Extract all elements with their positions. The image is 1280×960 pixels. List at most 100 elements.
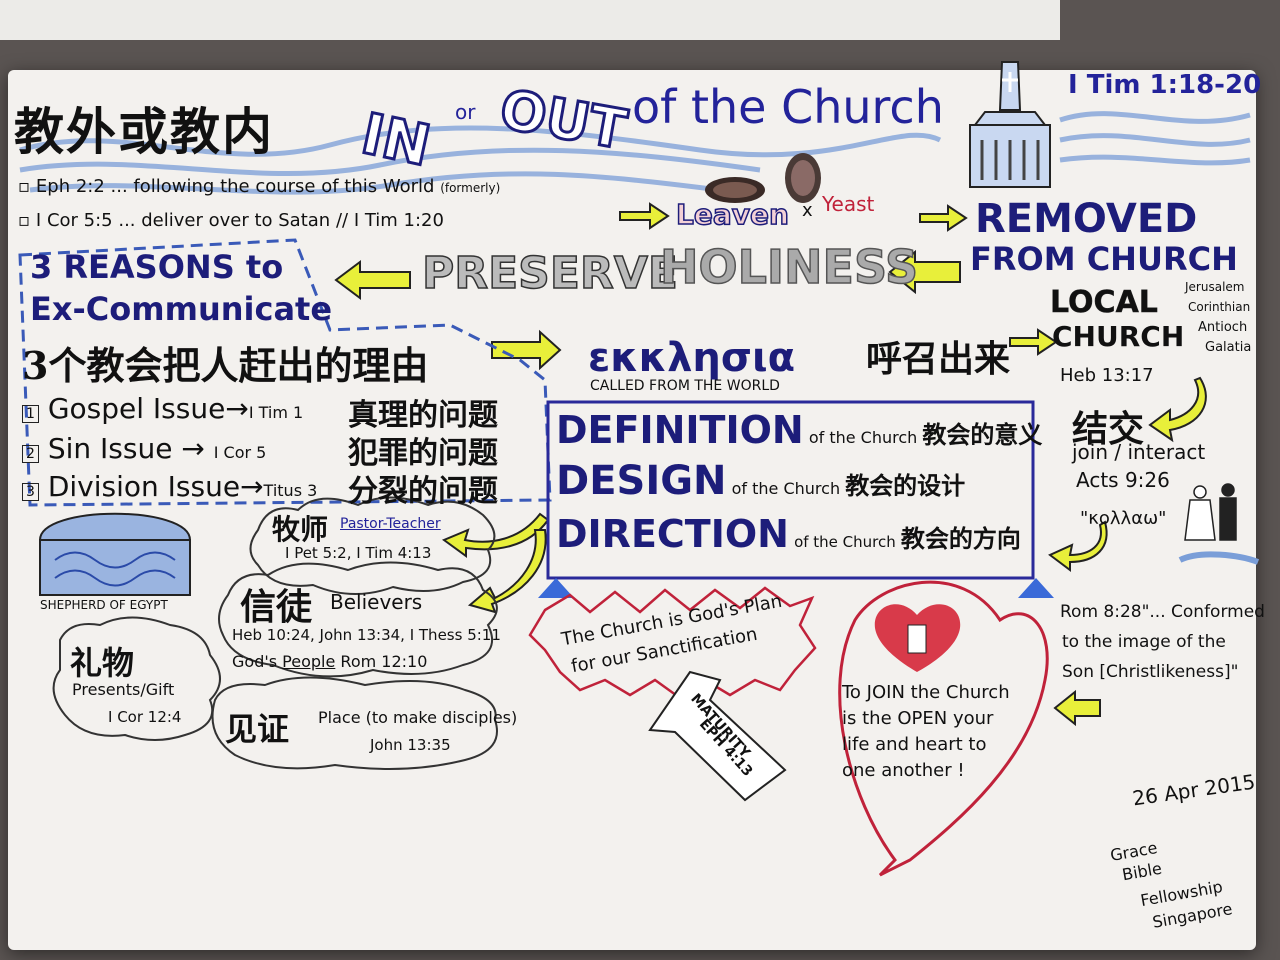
- issue-1-chinese: 真理的问题: [348, 398, 498, 433]
- leaven-icon: [705, 153, 821, 203]
- definition-big: DEFINITION: [556, 408, 804, 452]
- checkbox-icon: ▫: [18, 210, 36, 231]
- issue-3: 3 Division Issue→Titus 3: [22, 470, 317, 503]
- join-line-1: join / interact: [1072, 440, 1206, 464]
- gift-chinese: 礼物: [70, 644, 135, 682]
- leaven-x: x: [802, 200, 813, 221]
- issue-3-label: Division Issue: [47, 470, 241, 503]
- issue-2-arrow: →: [181, 432, 205, 465]
- issue-1-ref: I Tim 1: [248, 403, 304, 422]
- gift-ref: I Cor 12:4: [108, 708, 182, 726]
- witness-chinese: 见证: [225, 710, 290, 748]
- pastor-ref: I Pet 5:2, I Tim 4:13: [285, 544, 432, 562]
- verse-2-ref: I Tim 1:20: [353, 210, 444, 231]
- place-antioch: Antioch: [1198, 320, 1248, 335]
- heart-line-2: is the OPEN your: [842, 708, 994, 729]
- verse-2-text: I Cor 5:5 ... deliver over to Satan: [35, 210, 331, 231]
- local-ref: Heb 13:17: [1060, 365, 1154, 386]
- maturity-arrow: [648, 670, 787, 802]
- definition-small: of the Church: [808, 428, 918, 447]
- pastor-chinese: 牧师: [272, 513, 329, 546]
- issue-1-label: Gospel Issue: [47, 392, 226, 425]
- ark-icon: [38, 512, 192, 596]
- verse-1-text: Eph 2:2 ... following the course of this…: [35, 176, 435, 197]
- direction-big: DIRECTION: [556, 512, 789, 556]
- gift-english: Presents/Gift: [72, 680, 175, 699]
- definition-box: [546, 400, 1035, 580]
- couple-icon: [1184, 483, 1237, 541]
- pastor-english: Pastor-Teacher: [340, 516, 441, 532]
- direction-small: of the Church: [794, 533, 896, 551]
- issue-3-ref: Titus 3: [263, 481, 318, 500]
- issue-3-arrow: →: [240, 470, 264, 503]
- heart-shape: [838, 580, 1049, 877]
- join-greek: "κολλαω": [1080, 508, 1167, 529]
- direction-chinese: 教会的方向: [900, 524, 1021, 553]
- conformed-line-1: Rom 8:28"... Conformed: [1060, 602, 1265, 622]
- direction-row: DIRECTION of the Church 教会的方向: [556, 512, 1021, 556]
- believers-rom: Rom 12:10: [340, 652, 428, 671]
- verse-line-2: ▫ I Cor 5:5 ... deliver over to Satan //…: [18, 210, 444, 231]
- paper-sheet-behind: [0, 0, 1060, 40]
- reasons-frame: [18, 238, 552, 507]
- removed-line-1: REMOVED: [975, 196, 1198, 242]
- definition-row: DEFINITION of the Church 教会的意义: [556, 408, 1042, 452]
- ekklesia-subtitle: CALLED FROM THE WORLD: [590, 378, 780, 394]
- design-chinese: 教会的设计: [845, 471, 966, 500]
- shepherd-label: SHEPHERD OF EGYPT: [40, 598, 168, 612]
- preserve-word: PRESERVE: [421, 247, 678, 300]
- local-line-1: LOCAL: [1050, 285, 1158, 321]
- believers-line-2: God's People Rom 12:10: [232, 652, 427, 671]
- leaven-word: Leaven: [675, 197, 789, 232]
- title-rest: of the Church: [632, 80, 944, 134]
- issue-3-number: 3: [22, 483, 39, 501]
- conformed-line-3: Son [Christlikeness]": [1062, 662, 1239, 682]
- title-chinese: 教外或教内: [14, 102, 274, 161]
- church-icon: [969, 61, 1051, 188]
- title-waves: [19, 111, 1251, 195]
- yellow-arrows: [334, 202, 1207, 727]
- design-small: of the Church: [731, 479, 841, 498]
- issue-2: 2 Sin Issue → I Cor 5: [22, 432, 266, 465]
- title-in: IN: [354, 100, 437, 181]
- place-galatia: Galatia: [1205, 340, 1252, 355]
- holiness-word: HOLINESS: [659, 239, 919, 295]
- believers-people: People: [282, 652, 336, 671]
- yeast-word: Yeast: [822, 192, 875, 216]
- issue-1-number: 1: [22, 405, 39, 423]
- issue-2-chinese: 犯罪的问题: [348, 436, 498, 471]
- issue-1: 1 Gospel Issue→I Tim 1: [22, 392, 303, 425]
- ekklesia-greek: εκκλησια: [588, 335, 796, 381]
- place-corinthian: Corinthian: [1188, 300, 1251, 314]
- title-reference: I Tim 1:18-20: [1068, 70, 1262, 100]
- issue-2-ref: I Cor 5: [213, 443, 267, 462]
- heart-line-3: life and heart to: [842, 734, 987, 755]
- heart-line-4: one another !: [842, 760, 965, 781]
- plan-frame: [528, 586, 817, 700]
- definition-chinese: 教会的意义: [922, 420, 1043, 449]
- conformed-line-2: to the image of the: [1062, 632, 1226, 652]
- join-chinese: 结交: [1072, 408, 1145, 450]
- believers-gods: God's: [232, 652, 278, 671]
- title-or: or: [455, 100, 476, 124]
- ekklesia-chinese: 呼召出来: [866, 338, 1011, 380]
- believers-refs: Heb 10:24, John 13:34, I Thess 5:11: [232, 626, 501, 644]
- clouds: [52, 496, 498, 770]
- issue-1-arrow: →: [225, 392, 249, 425]
- removed-line-2: FROM CHURCH: [970, 240, 1238, 278]
- verse-1-note: (formerly): [440, 181, 501, 195]
- issue-3-chinese: 分裂的问题: [348, 474, 498, 509]
- checkbox-icon: ▫: [18, 176, 36, 197]
- heart-line-1: To JOIN the Church: [842, 682, 1010, 703]
- design-big: DESIGN: [556, 458, 727, 504]
- verse-line-1: ▫ Eph 2:2 ... following the course of th…: [18, 176, 500, 197]
- believers-chinese: 信徒: [240, 586, 313, 628]
- witness-ref: John 13:35: [370, 736, 451, 754]
- reasons-chinese: 3个教会把人赶出的理由: [22, 343, 429, 388]
- place-jerusalem: Jerusalem: [1185, 280, 1245, 294]
- local-line-2: CHURCH: [1052, 320, 1185, 353]
- witness-english: Place (to make disciples): [318, 708, 518, 727]
- reasons-line-1: 3 REASONS to: [30, 248, 284, 286]
